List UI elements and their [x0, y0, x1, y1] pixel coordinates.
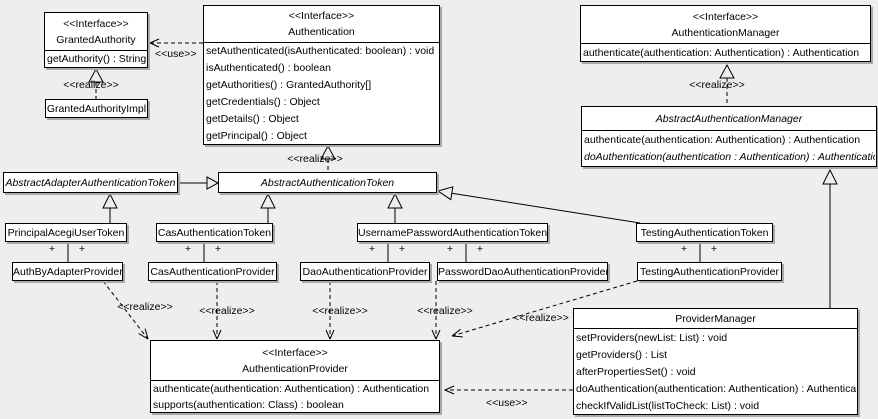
- class-name: TestingAuthenticationProvider: [640, 265, 779, 278]
- realize-label: <<realize>>: [287, 153, 343, 165]
- method: getAuthorities() : GrantedAuthority[]: [206, 79, 372, 92]
- class-abstract-authentication-token[interactable]: AbstractAuthenticationToken: [218, 172, 437, 193]
- method: getProviders() : List: [576, 348, 668, 361]
- method: isAuthenticated() : boolean: [206, 62, 331, 75]
- class-abstract-authentication-manager[interactable]: AbstractAuthenticationManager authentica…: [581, 106, 877, 167]
- use-edge-providermanager-authenticationprovider: [443, 385, 573, 395]
- class-username-password-authentication-token[interactable]: UsernamePasswordAuthenticationToken: [357, 223, 548, 242]
- method: getPrincipal() : Object: [206, 129, 307, 142]
- class-name: AbstractAuthenticationManager: [582, 107, 876, 131]
- multiplicity-plus: +: [398, 243, 406, 255]
- method: checkIfValidList(listToCheck: List) : vo…: [576, 399, 760, 412]
- realize-label: <<realize>>: [417, 305, 473, 317]
- class-name: GrantedAuthorityImpl: [46, 102, 147, 115]
- generalization-edge-providermanager: [822, 168, 838, 308]
- class-abstract-adapter-authentication-token[interactable]: AbstractAdapterAuthenticationToken: [3, 172, 178, 193]
- multiplicity-plus: +: [446, 243, 454, 255]
- class-password-dao-authentication-provider[interactable]: PasswordDaoAuthenticationProvider: [437, 262, 608, 281]
- class-name: ProviderManager: [574, 309, 857, 329]
- class-authentication-provider[interactable]: <<Interface>> AuthenticationProvider aut…: [150, 340, 440, 413]
- method: getDetails() : Object: [206, 112, 299, 125]
- realize-label: <<realize>>: [513, 312, 569, 324]
- stereotype-label: <<Interface>>: [288, 10, 355, 22]
- multiplicity-plus: +: [184, 243, 192, 255]
- method: getAuthority() : String: [47, 53, 146, 65]
- realize-label: <<realize>>: [63, 79, 119, 91]
- use-label: <<use>>: [155, 48, 197, 60]
- realize-label: <<realize>>: [199, 305, 255, 317]
- realize-label: <<realize>>: [117, 301, 173, 313]
- class-name: CasAuthenticationProvider: [150, 265, 275, 278]
- class-name: PrincipalAcegiUserToken: [7, 226, 125, 239]
- method: doAuthentication(authentication : Authen…: [584, 151, 875, 164]
- multiplicity-plus: +: [78, 243, 86, 255]
- generalization-edge-casauthenticationtoken: [260, 192, 276, 223]
- multiplicity-plus: +: [476, 243, 484, 255]
- class-principal-acegi-user-token[interactable]: PrincipalAcegiUserToken: [5, 223, 127, 242]
- method: setProviders(newList: List) : void: [576, 331, 728, 344]
- realize-label: <<realize>>: [689, 79, 745, 91]
- multiplicity-plus: +: [48, 243, 56, 255]
- class-name: AbstractAdapterAuthenticationToken: [5, 176, 176, 189]
- class-testing-authentication-token[interactable]: TestingAuthenticationToken: [636, 223, 773, 242]
- class-name: Authentication: [288, 26, 355, 38]
- generalization-edge-abstractadaptertoken: [178, 176, 220, 190]
- class-name: GrantedAuthority: [56, 33, 136, 46]
- generalization-edge-testingauthenticationtoken: [436, 186, 641, 224]
- realize-label: <<realize>>: [312, 305, 368, 317]
- class-name: UsernamePasswordAuthenticationToken: [358, 226, 547, 239]
- method: supports(authentication: Class) : boolea…: [153, 398, 344, 411]
- use-edge-authentication-grantedauthority: [148, 38, 203, 48]
- class-authentication-manager[interactable]: <<Interface>> AuthenticationManager auth…: [580, 5, 871, 62]
- multiplicity-plus: +: [214, 243, 222, 255]
- class-authentication[interactable]: <<Interface>> Authentication setAuthenti…: [203, 5, 440, 145]
- class-name: DaoAuthenticationProvider: [302, 265, 428, 278]
- multiplicity-plus: +: [368, 243, 376, 255]
- class-granted-authority[interactable]: <<Interface>> GrantedAuthority getAuthor…: [44, 12, 148, 68]
- class-cas-authentication-provider[interactable]: CasAuthenticationProvider: [148, 262, 277, 281]
- class-name: PasswordDaoAuthenticationProvider: [438, 265, 607, 278]
- multiplicity-plus: +: [710, 243, 718, 255]
- class-dao-authentication-provider[interactable]: DaoAuthenticationProvider: [300, 262, 430, 281]
- class-testing-authentication-provider[interactable]: TestingAuthenticationProvider: [637, 262, 782, 281]
- class-auth-by-adapter-provider[interactable]: AuthByAdapterProvider: [12, 262, 123, 281]
- class-name: AbstractAuthenticationToken: [260, 176, 395, 189]
- use-label: <<use>>: [486, 397, 528, 409]
- stereotype-label: <<Interface>>: [63, 17, 129, 30]
- association-edges-token-provider: [67, 242, 701, 262]
- class-name: AuthenticationManager: [671, 26, 780, 39]
- class-provider-manager[interactable]: ProviderManager setProviders(newList: Li…: [573, 308, 858, 415]
- generalization-edge-usernamepasswordtoken: [387, 192, 403, 223]
- class-cas-authentication-token[interactable]: CasAuthenticationToken: [156, 223, 273, 242]
- stereotype-label: <<Interface>>: [692, 10, 759, 23]
- method: getCredentials() : Object: [206, 95, 320, 108]
- class-name: AuthenticationProvider: [242, 362, 348, 375]
- method: authenticate(authentication: Authenticat…: [583, 46, 860, 59]
- method: afterPropertiesSet() : void: [576, 365, 696, 378]
- method: authenticate(authentication: Authenticat…: [153, 383, 430, 395]
- method: authenticate(authentication: Authenticat…: [584, 133, 861, 146]
- multiplicity-plus: +: [680, 243, 688, 255]
- class-name: TestingAuthenticationToken: [640, 226, 769, 239]
- method: setAuthenticated(isAuthenticated: boolea…: [206, 45, 435, 58]
- class-name: CasAuthenticationToken: [157, 226, 272, 239]
- generalization-edge-principalacegiusertoken: [102, 192, 118, 223]
- stereotype-label: <<Interface>>: [262, 346, 328, 359]
- class-name: AuthByAdapterProvider: [13, 265, 122, 278]
- class-granted-authority-impl[interactable]: GrantedAuthorityImpl: [45, 99, 148, 118]
- method: doAuthentication(authentication: Authent…: [576, 382, 856, 395]
